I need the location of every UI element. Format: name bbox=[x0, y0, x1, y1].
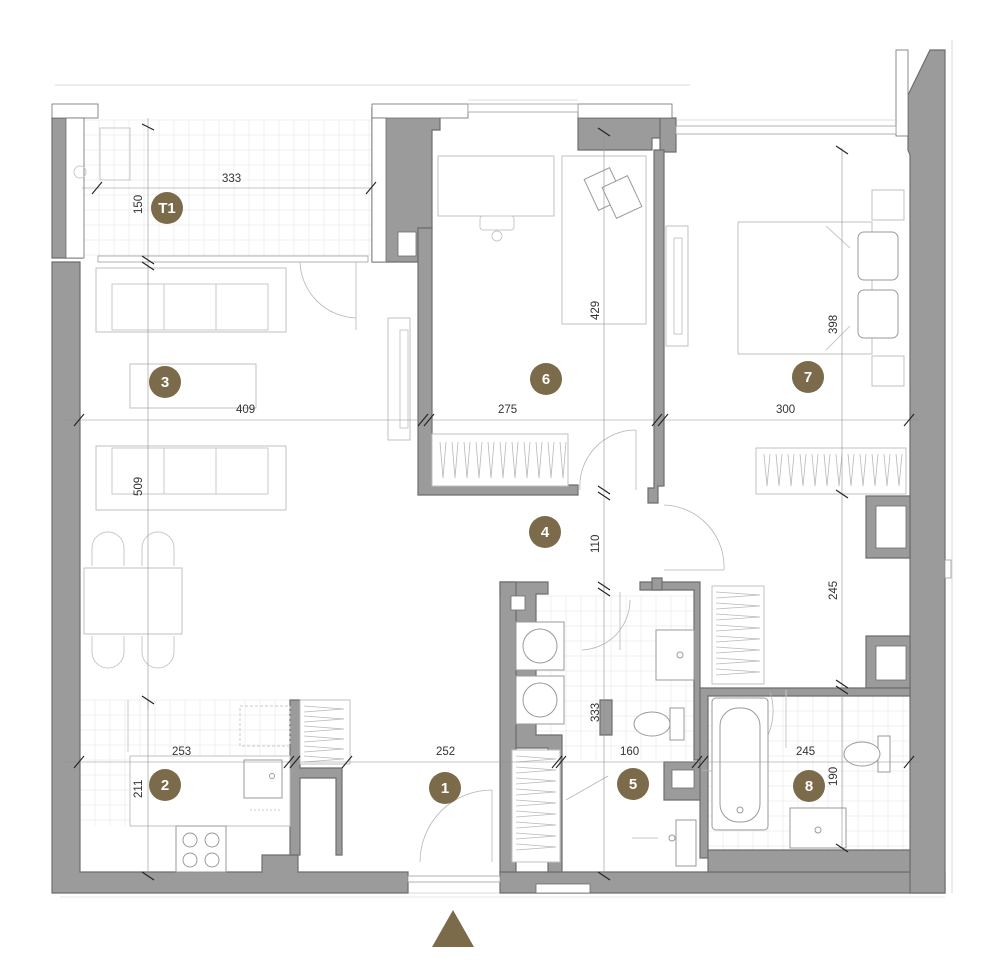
svg-text:1: 1 bbox=[441, 780, 449, 797]
svg-text:5: 5 bbox=[629, 776, 637, 793]
room-badge-8: 8 bbox=[793, 770, 825, 802]
room-badge-6: 6 bbox=[530, 363, 562, 395]
utility-tiles bbox=[535, 595, 694, 760]
dim-bedroom7-depth: 398 bbox=[828, 315, 840, 334]
coffee-table bbox=[129, 363, 257, 409]
sofa-top bbox=[95, 267, 287, 333]
dim-t1-depth: 150 bbox=[133, 195, 145, 214]
bath-toilet bbox=[843, 735, 891, 773]
entrance-arrow bbox=[432, 910, 474, 947]
dim-living-depth: 509 bbox=[133, 477, 145, 496]
dim-kitchen-depth: 211 bbox=[133, 780, 145, 798]
room-badge-2: 2 bbox=[149, 769, 181, 801]
dimension-labels: 333 150 409 509 275 429 300 398 110 253 … bbox=[133, 173, 840, 798]
dim-wc-width: 160 bbox=[620, 746, 639, 758]
dim-kitchen-width: 253 bbox=[172, 746, 191, 758]
room-badge-5: 5 bbox=[617, 768, 649, 800]
dim-living-width: 409 bbox=[236, 404, 255, 416]
dim-bath-width: 245 bbox=[796, 746, 815, 758]
room-badges: T1 3 6 7 4 2 1 5 bbox=[149, 192, 825, 804]
wc-basin bbox=[675, 819, 697, 867]
doors bbox=[299, 261, 774, 863]
utility-sink bbox=[655, 629, 695, 681]
svg-text:7: 7 bbox=[804, 369, 812, 386]
room-badge-4: 4 bbox=[529, 516, 561, 548]
svg-text:3: 3 bbox=[161, 374, 169, 391]
dining-set bbox=[83, 531, 183, 669]
dim-hall-depth: 110 bbox=[590, 535, 602, 553]
dim-bedroom7-width: 300 bbox=[776, 404, 795, 416]
tv-unit-room-7 bbox=[665, 225, 689, 347]
room-badge-3: 3 bbox=[149, 366, 181, 398]
room-badge-1: 1 bbox=[429, 772, 461, 804]
utility-toilet bbox=[633, 707, 685, 741]
bathtub bbox=[711, 697, 769, 831]
dim-bedroom6-depth: 429 bbox=[590, 301, 602, 320]
bed-room-7 bbox=[737, 189, 905, 387]
dim-t1-width: 333 bbox=[222, 173, 241, 185]
dim-entrance-width: 252 bbox=[436, 746, 455, 758]
room-badge-7: 7 bbox=[792, 361, 824, 393]
room-badge-t1: T1 bbox=[151, 192, 183, 224]
svg-text:6: 6 bbox=[542, 371, 550, 388]
stove bbox=[175, 825, 227, 873]
svg-text:2: 2 bbox=[161, 777, 169, 794]
wardrobe-room-7 bbox=[755, 447, 907, 495]
washing-machines bbox=[515, 621, 565, 725]
dim-bedroom6-width: 275 bbox=[498, 404, 517, 416]
dimension-lines bbox=[62, 118, 920, 880]
desk bbox=[437, 155, 555, 217]
furniture bbox=[73, 127, 907, 873]
svg-text:4: 4 bbox=[541, 524, 550, 541]
sofa-bottom bbox=[95, 445, 287, 511]
wardrobe-room-6 bbox=[431, 433, 569, 487]
svg-text:8: 8 bbox=[805, 778, 813, 795]
dimension-ticks bbox=[73, 123, 915, 881]
windows bbox=[97, 99, 952, 883]
wardrobe-corridor bbox=[711, 585, 765, 685]
svg-text:T1: T1 bbox=[158, 200, 176, 217]
dim-corridor-depth: 245 bbox=[828, 581, 840, 600]
bath-sink bbox=[789, 807, 847, 849]
walls bbox=[51, 49, 946, 894]
tv-unit bbox=[387, 317, 411, 441]
dim-bath-depth: 190 bbox=[828, 767, 840, 786]
dim-utility-depth: 333 bbox=[590, 703, 602, 722]
